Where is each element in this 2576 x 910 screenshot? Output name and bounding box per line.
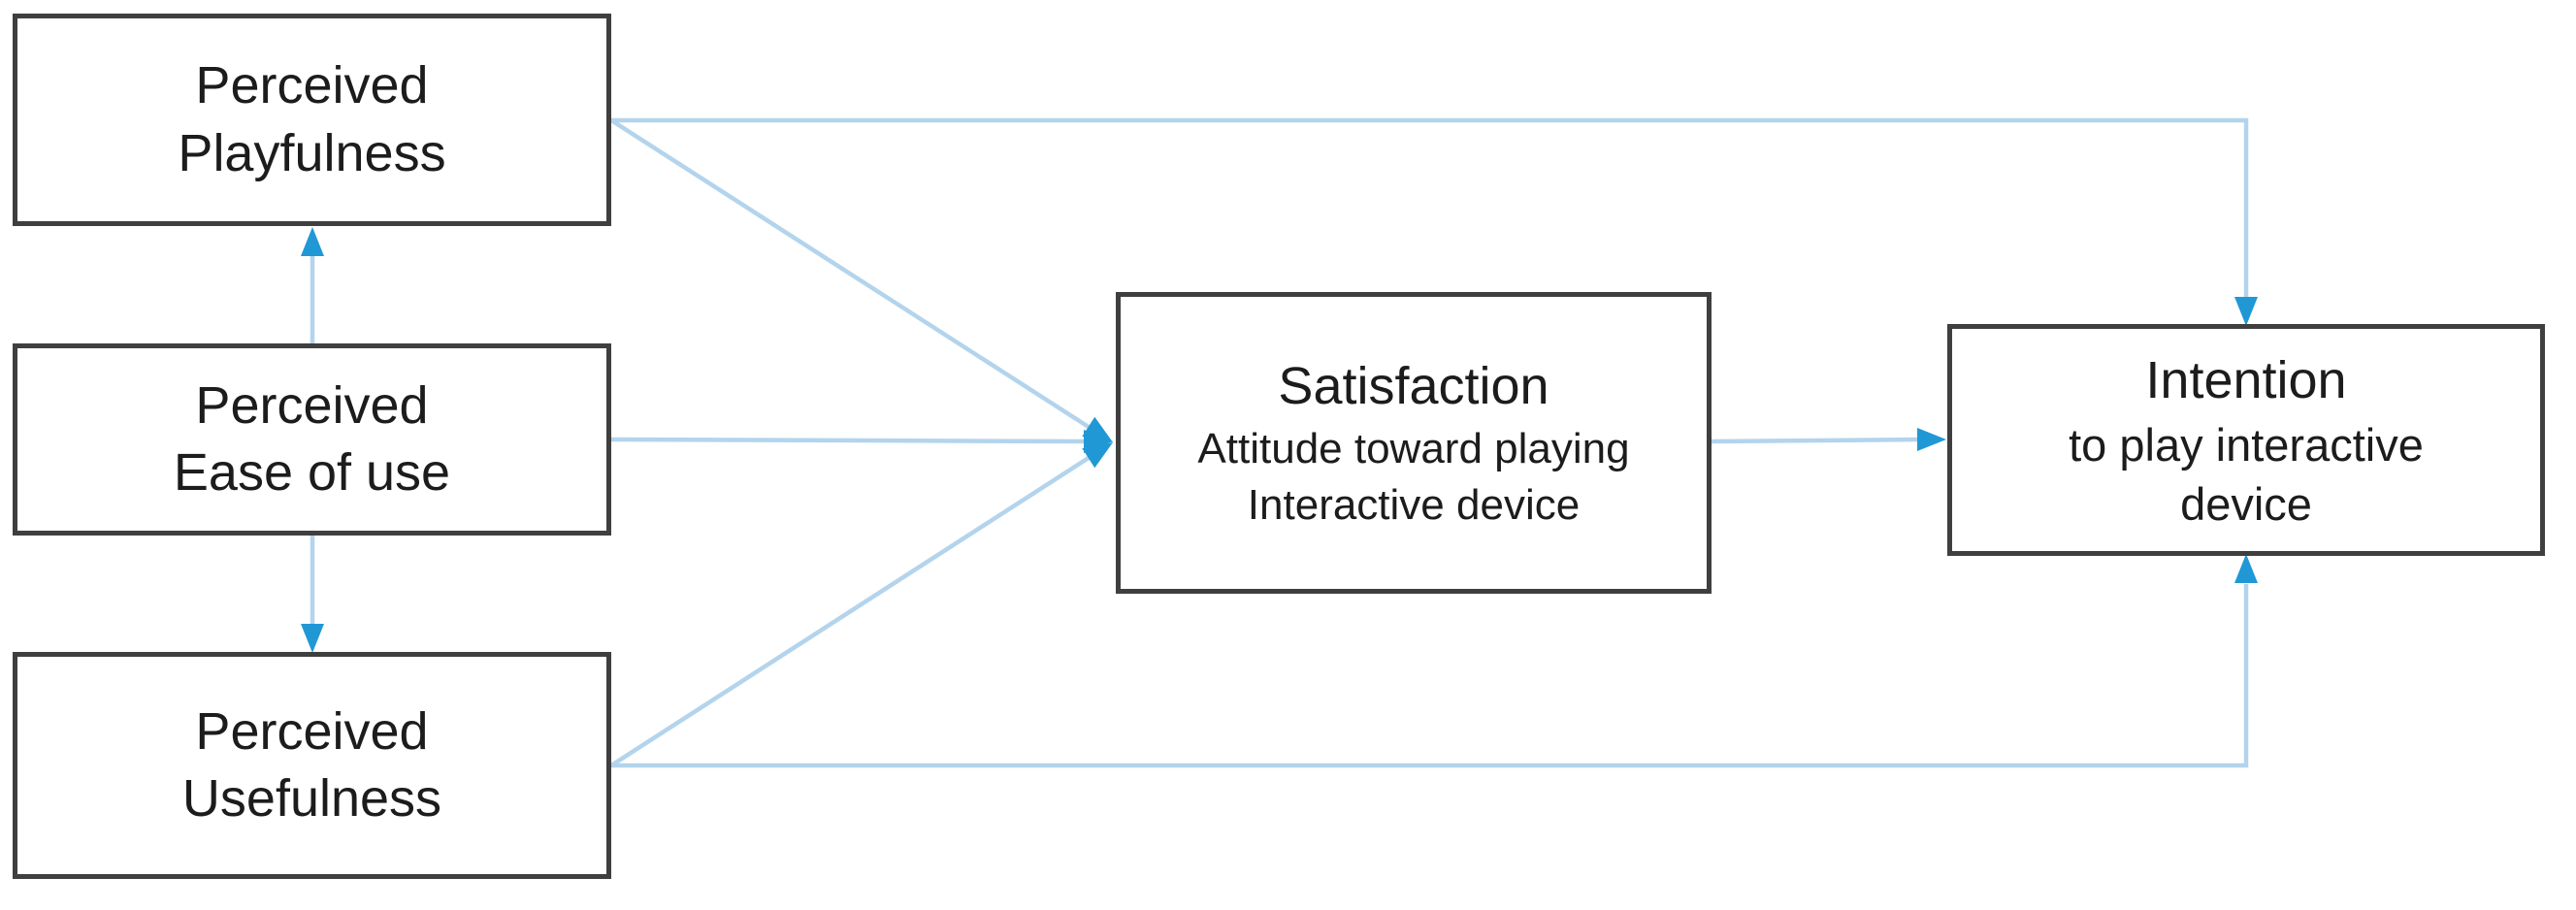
edge-ease-to-satisfaction: [610, 430, 1113, 453]
edge-playfulness-to-satisfaction: [609, 118, 1113, 442]
node-intention-title: Intention: [2145, 350, 2347, 409]
edge-satisfaction-to-intention-line: [1711, 437, 1923, 444]
node-perceived-playfulness: Perceived Playfulness: [13, 14, 611, 226]
edge-ease-to-playfulness: [301, 227, 324, 343]
edge-playfulness-to-satisfaction-line: [609, 118, 1093, 431]
edge-satisfaction-to-intention-arrowhead: [1917, 428, 1946, 451]
node-intention-subtitle-line-1: to play interactive: [2069, 419, 2424, 471]
node-satisfaction-subtitle-line-2: Interactive device: [1247, 481, 1581, 530]
node-satisfaction: Satisfaction Attitude toward playing Int…: [1116, 292, 1712, 594]
node-perceived-ease-of-use-label-line-2: Ease of use: [173, 443, 451, 502]
node-satisfaction-subtitle-line-1: Attitude toward playing: [1197, 425, 1630, 473]
edge-ease-to-usefulness: [301, 536, 324, 653]
edge-playfulness-to-intention-arrowhead: [2234, 297, 2258, 326]
node-satisfaction-title: Satisfaction: [1278, 356, 1549, 415]
edge-usefulness-to-intention-line: [611, 584, 2249, 768]
edge-ease-to-playfulness-arrowhead: [301, 227, 324, 256]
node-perceived-playfulness-label-line-1: Perceived: [195, 56, 429, 115]
edge-ease-to-satisfaction-line: [610, 437, 1089, 444]
edge-usefulness-to-intention-arrowhead: [2234, 554, 2258, 583]
node-perceived-usefulness-label-line-1: Perceived: [195, 701, 429, 761]
edge-usefulness-to-satisfaction: [609, 442, 1113, 767]
node-perceived-ease-of-use-label-line-1: Perceived: [195, 375, 429, 435]
edge-satisfaction-to-intention: [1711, 428, 1946, 451]
node-perceived-ease-of-use: Perceived Ease of use: [13, 343, 611, 536]
edge-usefulness-to-satisfaction-line: [609, 454, 1093, 767]
node-intention-subtitle-line-2: device: [2180, 478, 2312, 531]
edge-usefulness-to-satisfaction-arrowhead: [1082, 442, 1113, 469]
edge-playfulness-to-intention-line: [611, 117, 2249, 298]
node-perceived-playfulness-label-line-2: Playfulness: [178, 123, 446, 182]
node-perceived-usefulness: Perceived Usefulness: [13, 652, 611, 879]
node-intention: Intention to play interactive device: [1947, 324, 2545, 556]
edge-usefulness-to-intention: [611, 554, 2258, 768]
edge-playfulness-to-intention: [611, 117, 2258, 326]
node-perceived-usefulness-label-line-2: Usefulness: [181, 769, 442, 828]
edge-ease-to-usefulness-arrowhead: [301, 624, 324, 653]
